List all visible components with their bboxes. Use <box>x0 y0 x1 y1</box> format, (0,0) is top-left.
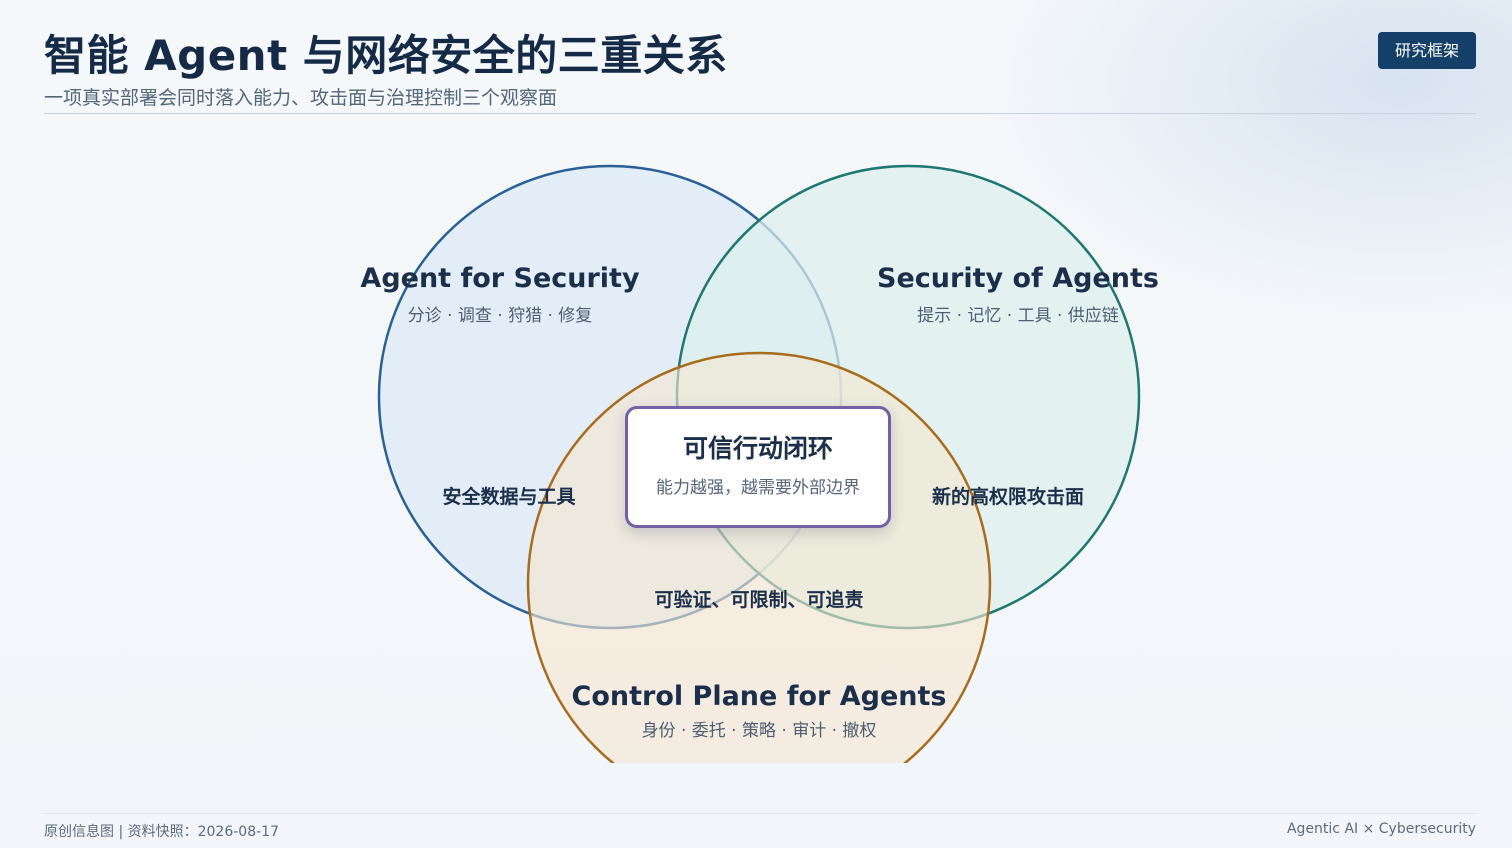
footer-divider <box>44 813 1476 814</box>
footer-topic: Agentic AI × Cybersecurity <box>1286 821 1476 837</box>
overlap-label-bottom: 可验证、可限制、可追责 <box>654 588 863 611</box>
overlap-label-left: 安全数据与工具 <box>442 485 575 508</box>
center-title: 可信行动闭环 <box>682 434 833 463</box>
set-subtitle-agent-for-security: 分诊 · 调查 · 狩猎 · 修复 <box>408 306 593 326</box>
set-title-agent-for-security: Agent for Security <box>360 263 640 294</box>
center-trusted-action-loop: 可信行动闭环 能力越强，越需要外部边界 <box>625 406 891 528</box>
page-subtitle: 一项真实部署会同时落入能力、攻击面与治理控制三个观察面 <box>44 87 558 109</box>
set-title-security-of-agents: Security of Agents <box>877 263 1159 294</box>
center-subtitle: 能力越强，越需要外部边界 <box>656 478 860 498</box>
research-framework-badge: 研究框架 <box>1378 32 1476 69</box>
page-title: 智能 Agent 与网络安全的三重关系 <box>44 31 728 80</box>
set-subtitle-security-of-agents: 提示 · 记忆 · 工具 · 供应链 <box>917 306 1119 326</box>
overlap-label-right: 新的高权限攻击面 <box>932 485 1084 508</box>
header-divider <box>44 113 1476 114</box>
set-subtitle-control-plane: 身份 · 委托 · 策略 · 审计 · 撤权 <box>642 721 877 741</box>
set-title-control-plane: Control Plane for Agents <box>572 681 947 712</box>
footer-source: 原创信息图 | 资料快照：2026-08-17 <box>44 824 279 840</box>
